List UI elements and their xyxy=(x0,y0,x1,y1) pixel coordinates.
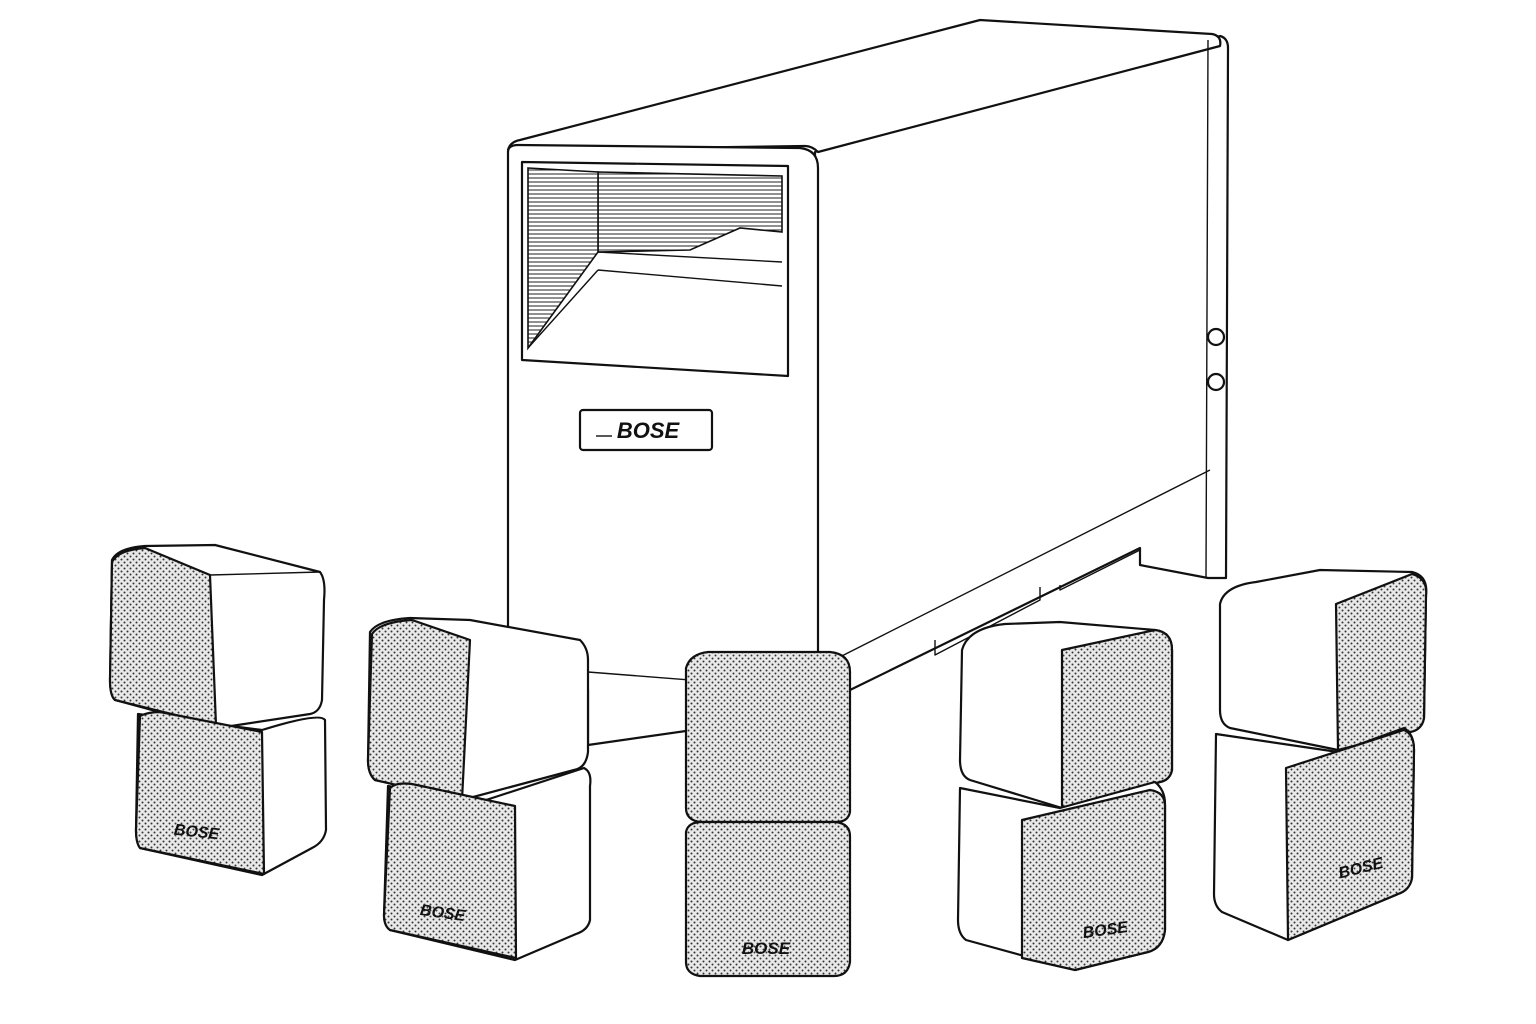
subwoofer-logo-badge xyxy=(578,408,714,452)
subwoofer-input-jack-icon xyxy=(1206,327,1226,347)
satellite-speaker-surround-right: BOSE xyxy=(956,620,1174,972)
subwoofer-side-base-line xyxy=(817,39,1211,669)
subwoofer-side-panel xyxy=(813,34,1230,692)
satellite-speaker-front-right: BOSE xyxy=(1212,568,1428,942)
subwoofer-port-floor xyxy=(527,251,783,349)
speaker-logo: BOSE xyxy=(419,902,468,925)
subwoofer-output-jack-icon xyxy=(1206,372,1226,392)
speaker-logo: BOSE xyxy=(173,822,221,844)
satellite-speaker-center: BOSE xyxy=(684,650,852,978)
subwoofer-logo: BOSE xyxy=(617,418,681,443)
satellite-speaker-front-left: BOSE xyxy=(108,543,328,877)
subwoofer: BOSE xyxy=(506,18,1230,747)
subwoofer-top xyxy=(506,18,1222,154)
speaker-logo: BOSE xyxy=(1082,919,1131,942)
speaker-logo: BOSE xyxy=(742,939,791,958)
satellite-speaker-surround-left: BOSE xyxy=(366,616,592,962)
